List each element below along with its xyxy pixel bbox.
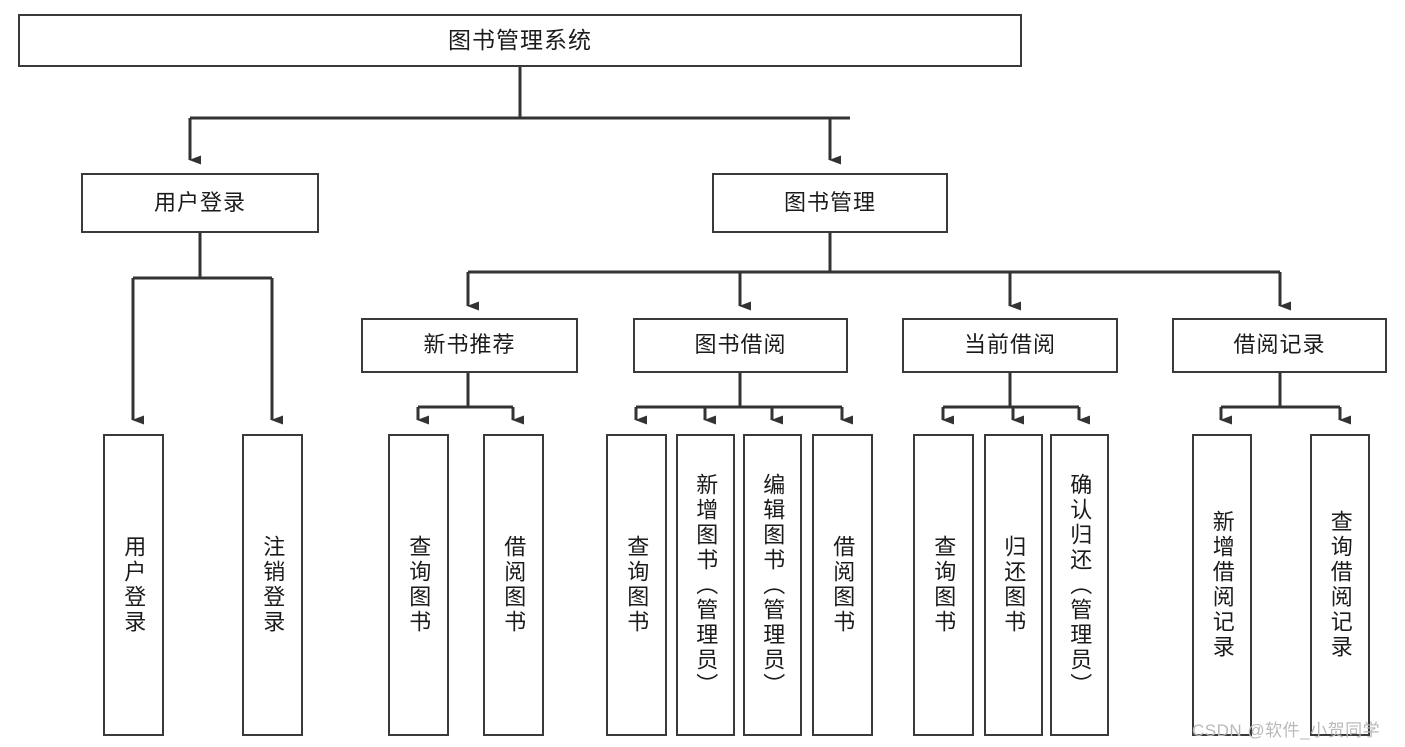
node-book-management[interactable]: 图书管理 xyxy=(712,173,948,233)
node-label: 当前借阅 xyxy=(963,332,1056,358)
node-label: 新书推荐 xyxy=(423,332,516,358)
node-current-borrow[interactable]: 当前借阅 xyxy=(902,318,1118,373)
node-leaf-borrow-book-2[interactable]: 借阅图书 xyxy=(812,434,873,736)
node-label: 借阅记录 xyxy=(1233,332,1326,358)
node-leaf-edit-book-admin[interactable]: 编辑图书（管理员） xyxy=(743,434,802,736)
node-label: 归还图书 xyxy=(1001,535,1027,635)
node-book-borrow[interactable]: 图书借阅 xyxy=(633,318,848,373)
node-leaf-add-book-admin[interactable]: 新增图书（管理员） xyxy=(676,434,735,736)
node-label: 图书借阅 xyxy=(694,332,787,358)
node-label: 新增借阅记录 xyxy=(1209,510,1235,660)
node-borrow-records[interactable]: 借阅记录 xyxy=(1172,318,1387,373)
watermark-credit: CSDN @软件_小贺同学 xyxy=(1192,721,1381,740)
node-label: 用户登录 xyxy=(153,189,246,215)
node-leaf-add-borrow-record[interactable]: 新增借阅记录 xyxy=(1192,434,1252,736)
node-label: 查询图书 xyxy=(931,535,957,635)
node-label: 注销登录 xyxy=(260,535,286,635)
node-label: 查询图书 xyxy=(624,535,650,635)
node-leaf-query-book-1[interactable]: 查询图书 xyxy=(388,434,449,736)
node-leaf-logout[interactable]: 注销登录 xyxy=(242,434,303,736)
node-label: 用户登录 xyxy=(121,535,147,635)
node-leaf-borrow-book-1[interactable]: 借阅图书 xyxy=(483,434,544,736)
node-user-login[interactable]: 用户登录 xyxy=(81,173,319,233)
node-label: 编辑图书（管理员） xyxy=(760,472,786,698)
node-label: 图书管理系统 xyxy=(448,26,592,53)
node-leaf-query-book-2[interactable]: 查询图书 xyxy=(606,434,667,736)
node-label: 查询借阅记录 xyxy=(1327,510,1353,660)
node-label: 查询图书 xyxy=(406,535,432,635)
node-label: 新增图书（管理员） xyxy=(693,472,719,698)
node-leaf-query-book-3[interactable]: 查询图书 xyxy=(913,434,974,736)
node-new-book-recommend[interactable]: 新书推荐 xyxy=(361,318,578,373)
node-label: 图书管理 xyxy=(783,189,876,215)
node-leaf-user-login[interactable]: 用户登录 xyxy=(103,434,164,736)
node-label: 确认归还（管理员） xyxy=(1067,472,1093,698)
node-leaf-confirm-return-admin[interactable]: 确认归还（管理员） xyxy=(1050,434,1109,736)
node-leaf-query-borrow-record[interactable]: 查询借阅记录 xyxy=(1310,434,1370,736)
node-label: 借阅图书 xyxy=(501,535,527,635)
node-label: 借阅图书 xyxy=(830,535,856,635)
node-root-library-system[interactable]: 图书管理系统 xyxy=(18,14,1022,67)
node-leaf-return-book[interactable]: 归还图书 xyxy=(984,434,1043,736)
